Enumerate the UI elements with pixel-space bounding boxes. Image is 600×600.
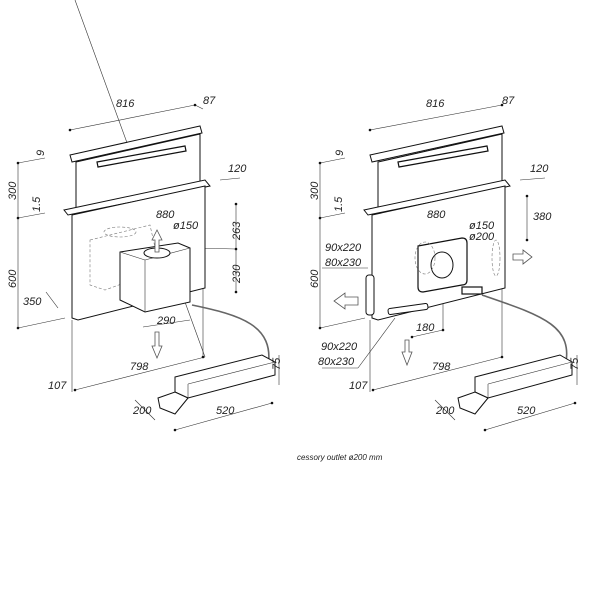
dim-816: 816 <box>426 98 445 110</box>
dim-87: 87 <box>203 95 216 107</box>
up-airflow-arrow-icon <box>151 229 163 253</box>
dim-798: 798 <box>130 361 149 373</box>
dim-diameter-150: ø150 <box>173 220 199 232</box>
dim-9: 9 <box>334 150 346 156</box>
dim-200: 200 <box>435 405 455 417</box>
dim-1-5: 1.5 <box>31 196 43 212</box>
right-dimension-labels: 816 87 9 300 1.5 120 880 ø150 ø200 380 9… <box>309 95 581 417</box>
dim-230: 230 <box>231 264 243 284</box>
caption: cessory outlet ø200 mm <box>297 453 383 462</box>
dim-9: 9 <box>35 150 47 156</box>
dim-87: 87 <box>502 95 515 107</box>
dim-816: 816 <box>116 98 135 110</box>
dim-107: 107 <box>349 380 368 392</box>
left-dimension-labels: 816 87 9 300 1.5 120 880 ø150 263 600 23… <box>7 95 283 417</box>
control-box <box>461 286 483 295</box>
dim-diameter-150: ø150 <box>469 220 495 232</box>
dim-bottom-outlet-80x230: 80x230 <box>318 356 355 368</box>
dim-520: 520 <box>517 405 536 417</box>
dim-120: 120 <box>530 163 549 175</box>
dim-side-outlet-90x220: 90x220 <box>325 242 362 254</box>
dim-600: 600 <box>309 269 321 288</box>
dim-880: 880 <box>156 209 175 221</box>
dim-300: 300 <box>7 181 19 200</box>
down-airflow-arrow-icon <box>151 331 163 360</box>
bottom-outlet <box>387 303 429 315</box>
dim-880: 880 <box>427 209 446 221</box>
dim-side-outlet-80x230: 80x230 <box>325 257 362 269</box>
left-hood-body <box>63 125 276 415</box>
dim-180: 180 <box>416 322 435 334</box>
right-hood-body <box>333 125 573 415</box>
side-outlet <box>365 274 375 316</box>
dim-120: 120 <box>228 163 247 175</box>
left-motor-unit <box>174 354 276 399</box>
dim-600: 600 <box>7 269 19 288</box>
dim-75: 75 <box>569 357 581 370</box>
dim-75: 75 <box>271 357 283 370</box>
left-hood-drawing: 816 87 9 300 1.5 120 880 ø150 263 600 23… <box>7 0 283 432</box>
right-motor-unit <box>474 354 573 399</box>
dim-300: 300 <box>309 181 321 200</box>
dim-107: 107 <box>48 380 67 392</box>
left-airflow-arrow-icon <box>333 292 359 310</box>
right-airflow-arrow-icon <box>512 249 533 265</box>
dim-290: 290 <box>156 315 176 327</box>
dim-350: 350 <box>23 296 42 308</box>
dim-263: 263 <box>231 221 243 241</box>
dim-diameter-200: ø200 <box>469 231 495 243</box>
dim-1-5: 1.5 <box>333 196 345 212</box>
dim-798: 798 <box>432 361 451 373</box>
dim-520: 520 <box>216 405 235 417</box>
dim-380: 380 <box>533 211 552 223</box>
down-airflow-arrow-icon <box>401 339 413 367</box>
dim-bottom-outlet-90x220: 90x220 <box>321 341 358 353</box>
dim-200: 200 <box>132 405 152 417</box>
right-hood-drawing: 816 87 9 300 1.5 120 880 ø150 ø200 380 9… <box>309 95 581 432</box>
